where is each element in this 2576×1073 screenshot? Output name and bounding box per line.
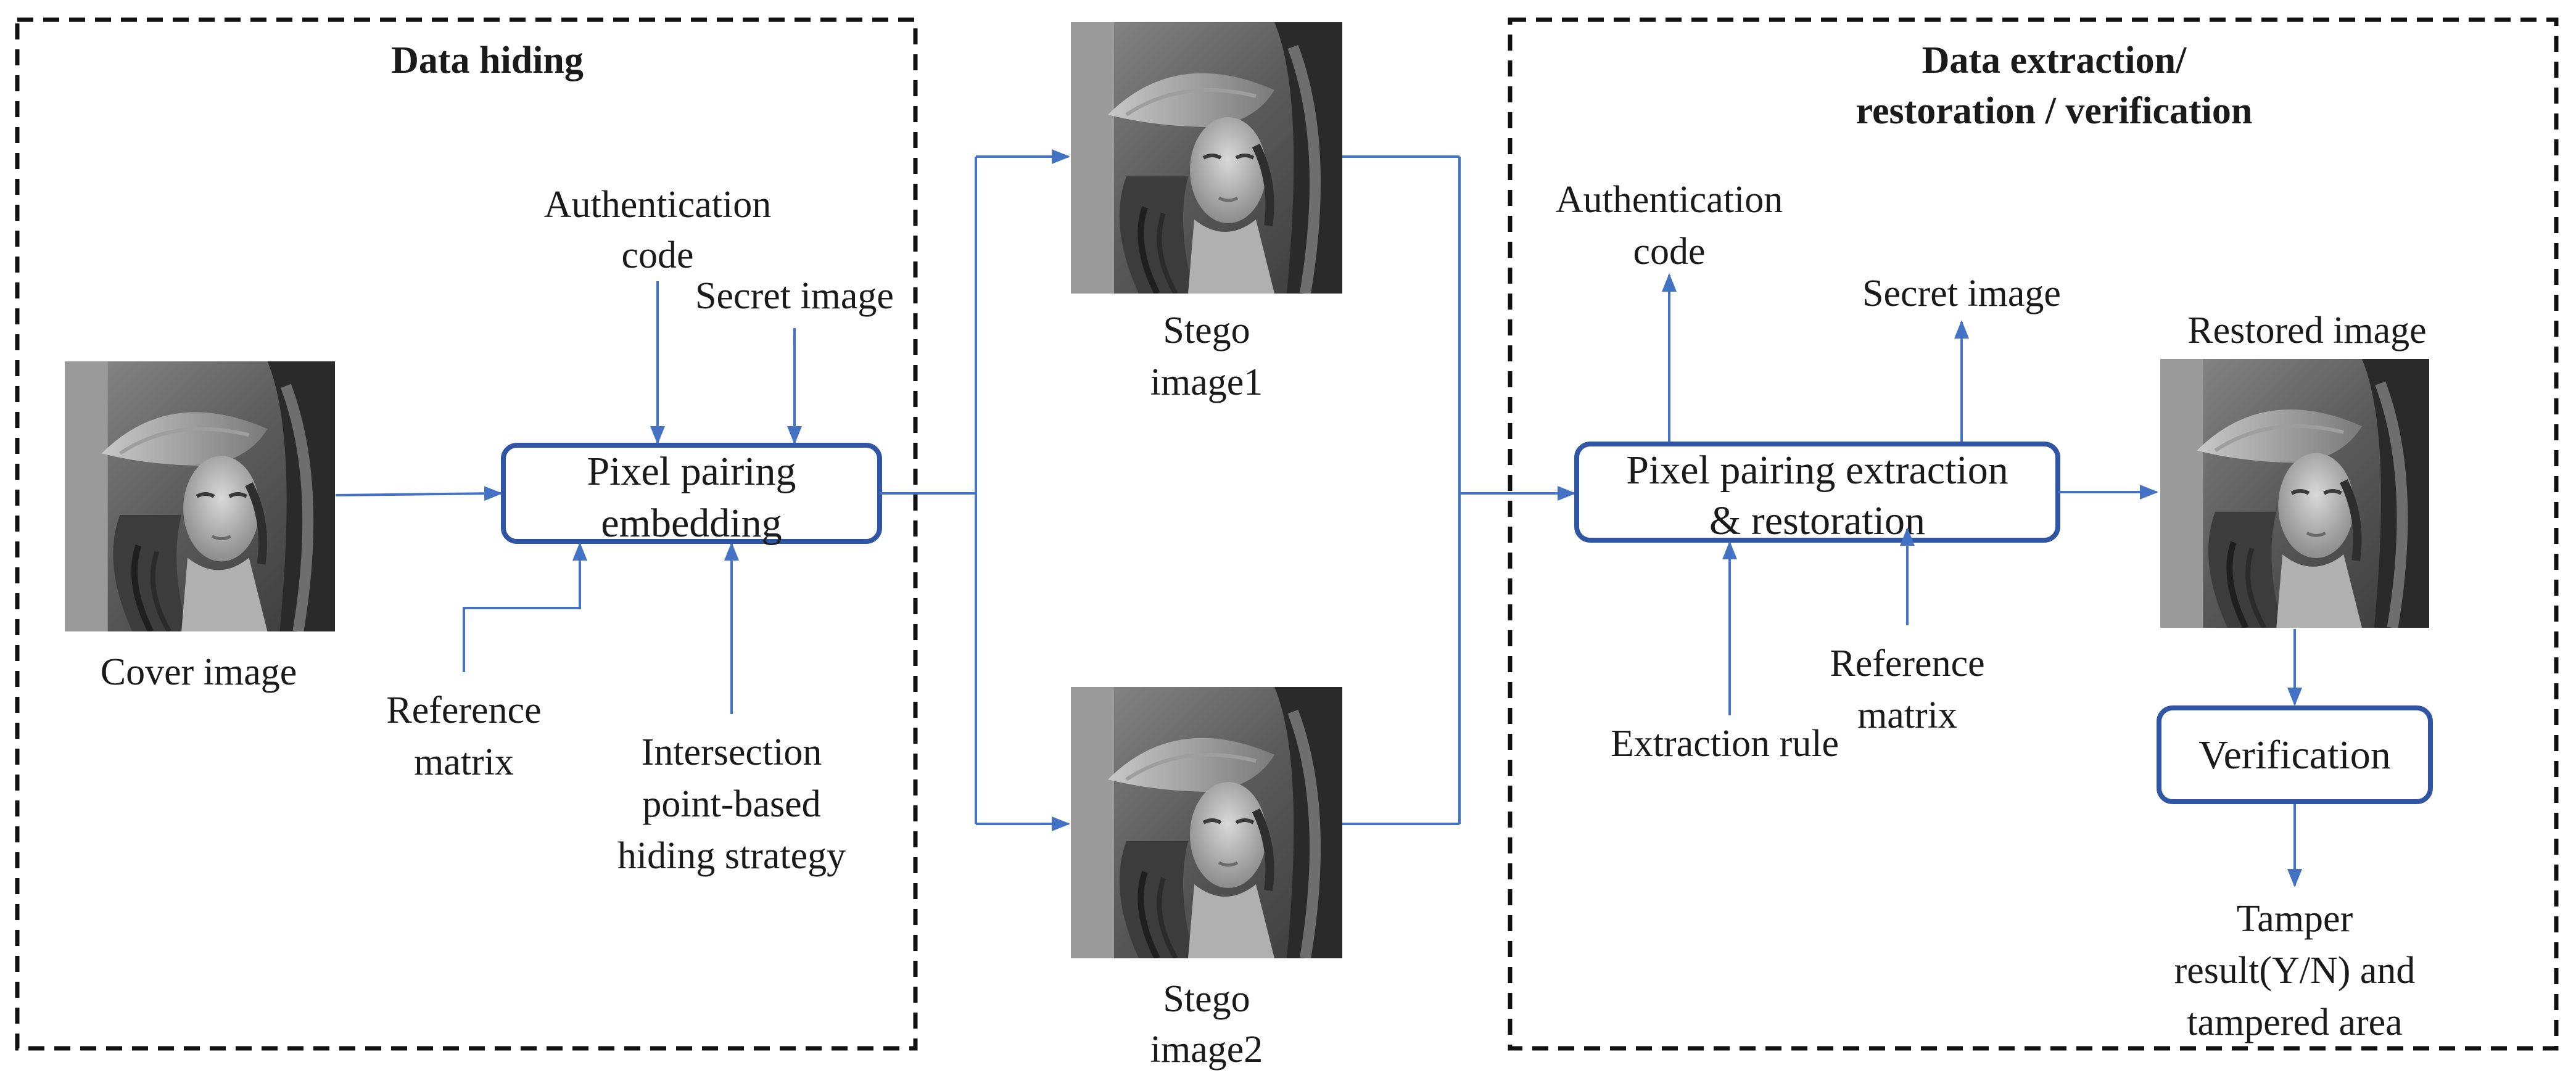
strategy-label-line1: Intersection	[642, 731, 822, 773]
stego-image2-label-line2: image2	[1150, 1029, 1263, 1071]
data-extraction-title-line1: Data extraction/	[1922, 39, 2187, 81]
data-hiding-frame	[15, 17, 918, 1051]
extraction-secret-image-label: Secret image	[1862, 273, 2061, 314]
hiding-secret-image-label: Secret image	[695, 275, 894, 317]
tamper-result-line1: Tamper	[2237, 898, 2353, 940]
extraction-box-line1: Pixel pairing extraction	[1626, 448, 2008, 493]
extraction-reference-matrix-label-line1: Reference	[1830, 643, 1984, 684]
strategy-label-line3: hiding strategy	[617, 835, 846, 877]
restored-image-photo-icon	[2160, 359, 2429, 628]
cover-image-photo-icon	[65, 361, 335, 631]
strategy-label-line2: point-based	[642, 783, 820, 825]
verification-label: Verification	[2198, 733, 2391, 778]
extraction-rule-label: Extraction rule	[1611, 723, 1839, 765]
extraction-auth-code-label-line1: Authentication	[1556, 179, 1783, 221]
stego-image1-label-line1: Stego	[1163, 310, 1250, 352]
hiding-reference-matrix-label-line2: matrix	[414, 741, 514, 783]
tamper-result-line3: tampered area	[2187, 1001, 2402, 1043]
extraction-reference-matrix-label-line2: matrix	[1857, 694, 1957, 736]
extraction-box-line2: & restoration	[1709, 498, 1925, 543]
stego-image1-photo-icon	[1071, 22, 1342, 294]
stego-image1-label-line2: image1	[1150, 361, 1263, 403]
embedding-box-line2: embedding	[601, 501, 782, 546]
stego-image2-label-line1: Stego	[1163, 978, 1250, 1020]
data-extraction-frame	[1508, 17, 2559, 1051]
extraction-auth-code-label-line2: code	[1633, 231, 1705, 273]
cover-image-label: Cover image	[101, 651, 297, 693]
arrow-reference-matrix-to-embedding	[463, 542, 587, 672]
hiding-reference-matrix-label-line1: Reference	[386, 689, 541, 731]
data-extraction-title-line2: restoration / verification	[1856, 90, 2253, 132]
data-hiding-title: Data hiding	[391, 39, 584, 81]
tamper-result-line2: result(Y/N) and	[2174, 950, 2416, 992]
embedding-box-line1: Pixel pairing	[587, 449, 796, 494]
hiding-auth-code-label-line1: Authentication	[544, 184, 771, 226]
verification-box	[2157, 705, 2433, 804]
hiding-auth-code-label-line2: code	[621, 234, 693, 276]
restored-image-label: Restored image	[2187, 310, 2426, 352]
stego-image2-photo-icon	[1071, 687, 1342, 958]
arrow-cover-to-embedding	[335, 486, 503, 501]
